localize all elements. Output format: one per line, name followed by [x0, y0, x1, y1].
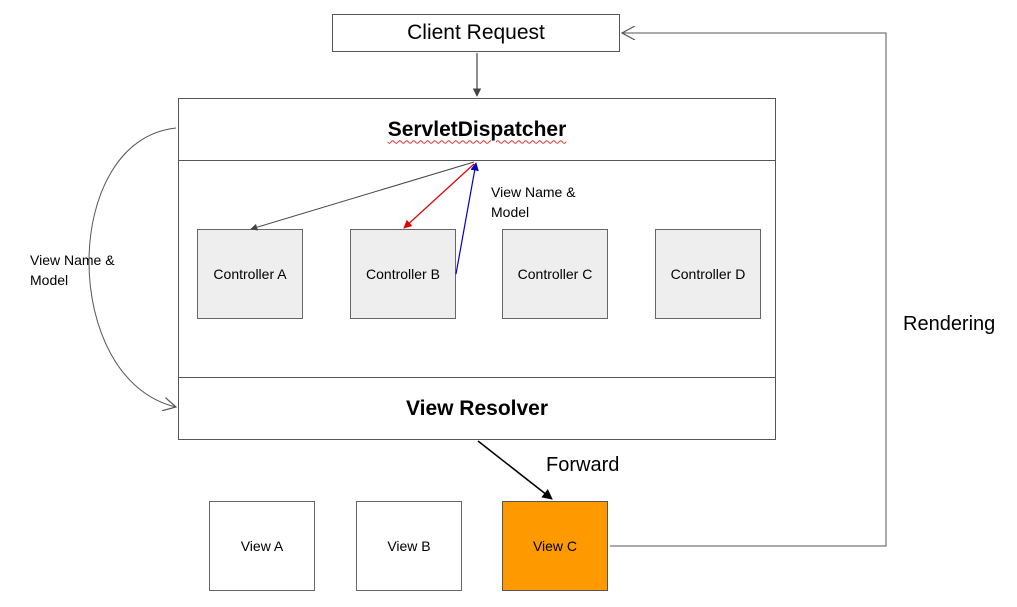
servlet-dispatcher-label: ServletDispatcher — [387, 117, 567, 141]
view-resolver-box[interactable]: View Resolver — [178, 377, 776, 440]
controller-d-label: Controller D — [670, 266, 746, 282]
view-b-label: View B — [387, 538, 431, 554]
view-name-model-left-line-1: View Name & — [30, 252, 115, 268]
view-a-label: View A — [240, 538, 284, 554]
controller-b-box[interactable]: Controller B — [350, 229, 456, 319]
controller-b-label: Controller B — [366, 266, 440, 282]
rendering-arrow — [610, 33, 887, 547]
view-name-model-left-line-2: Model — [30, 272, 69, 288]
view-name-model-label-inner: View Name & Model — [491, 182, 576, 222]
controller-a-label: Controller A — [213, 266, 287, 282]
dispatcher-to-controller-a-arrow — [250, 161, 475, 231]
forward-arrow — [477, 440, 553, 500]
view-name-model-label-left: View Name & Model — [30, 250, 115, 290]
view-name-model-line-2: Model — [491, 204, 530, 220]
view-name-model-line-1: View Name & — [491, 184, 576, 200]
view-c-label: View C — [532, 538, 578, 554]
client-request-box[interactable]: Client Request — [332, 14, 620, 52]
servlet-dispatcher-box[interactable]: ServletDispatcher — [178, 98, 776, 161]
view-resolver-label: View Resolver — [405, 396, 549, 420]
dispatcher-to-controller-b-arrow — [403, 163, 475, 229]
controller-d-box[interactable]: Controller D — [655, 229, 761, 319]
controller-c-label: Controller C — [517, 266, 593, 282]
dispatcher-to-resolver-curve-arrow — [88, 127, 176, 407]
rendering-label: Rendering — [903, 313, 996, 335]
view-b-box[interactable]: View B — [356, 501, 462, 591]
controller-b-to-dispatcher-arrow — [455, 162, 479, 275]
controller-a-box[interactable]: Controller A — [197, 229, 303, 319]
forward-label: Forward — [546, 454, 620, 476]
view-c-box[interactable]: View C — [502, 501, 608, 591]
client-request-label: Client Request — [407, 21, 545, 44]
view-a-box[interactable]: View A — [209, 501, 315, 591]
controller-c-box[interactable]: Controller C — [502, 229, 608, 319]
